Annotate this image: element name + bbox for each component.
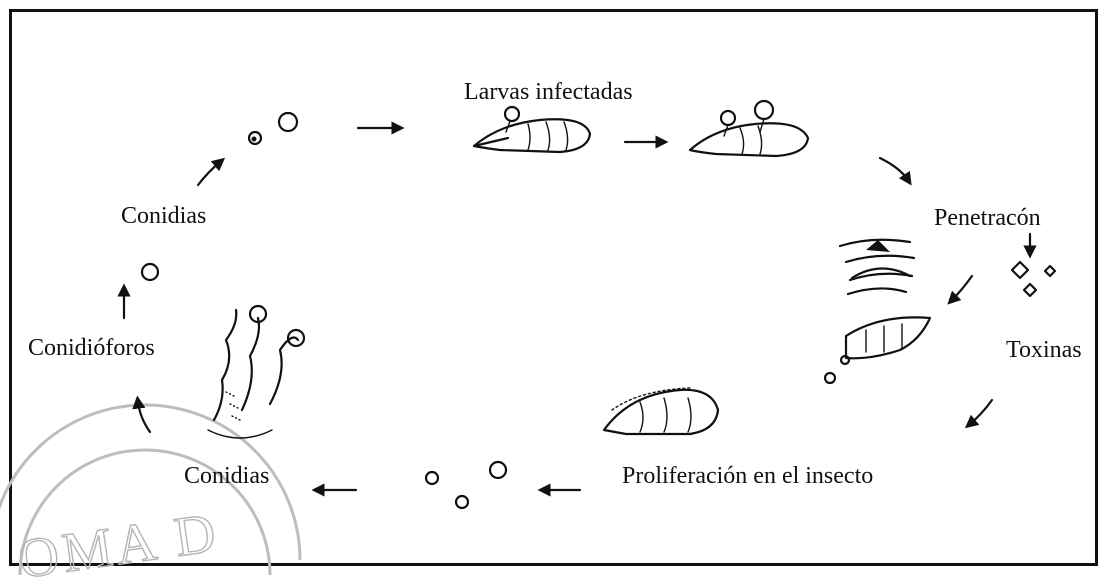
proliferation-larva [602,387,720,436]
label-penetration: Penetracón [934,205,1041,231]
label-conidiophores: Conidióforos [28,335,155,361]
svg-text:OMA D: OMA D [14,501,223,578]
spores-bottom [424,460,508,510]
label-proliferation: Proliferación en el insecto [622,463,874,489]
label-conidia-bottom: Conidias [184,463,270,489]
penetration-cuticle [838,238,916,296]
infected-larva-1 [472,105,592,154]
spores-top [247,111,299,146]
larva-with-hyphae [823,316,932,385]
diagram-frame [9,9,1098,566]
label-infected-larvae: Larvas infectadas [464,79,633,105]
infected-larva-2 [688,99,810,158]
label-toxins: Toxinas [1006,337,1082,363]
toxin-crystals [1010,260,1057,298]
spore-left [140,262,160,282]
label-conidia-top: Conidias [121,203,207,229]
cycle-arrows [117,121,1037,497]
conidiophores-drawing [207,304,306,439]
